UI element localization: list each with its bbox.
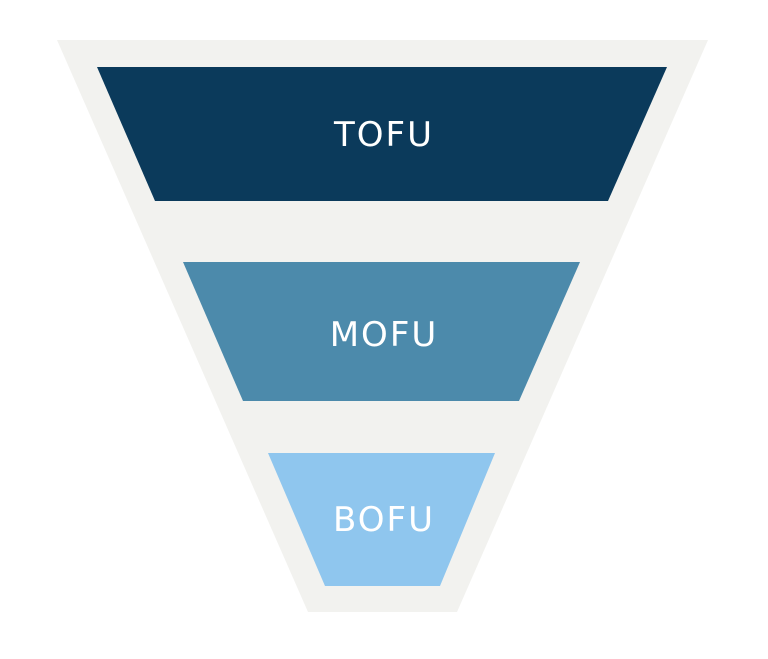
funnel-stage-tofu	[97, 67, 667, 201]
stage-label-mofu: MOFU	[330, 315, 439, 355]
funnel-stage-bofu	[268, 453, 495, 586]
funnel-stage-mofu	[183, 262, 580, 401]
stage-label-bofu: BOFU	[333, 500, 435, 540]
stage-label-tofu: TOFU	[333, 115, 434, 155]
